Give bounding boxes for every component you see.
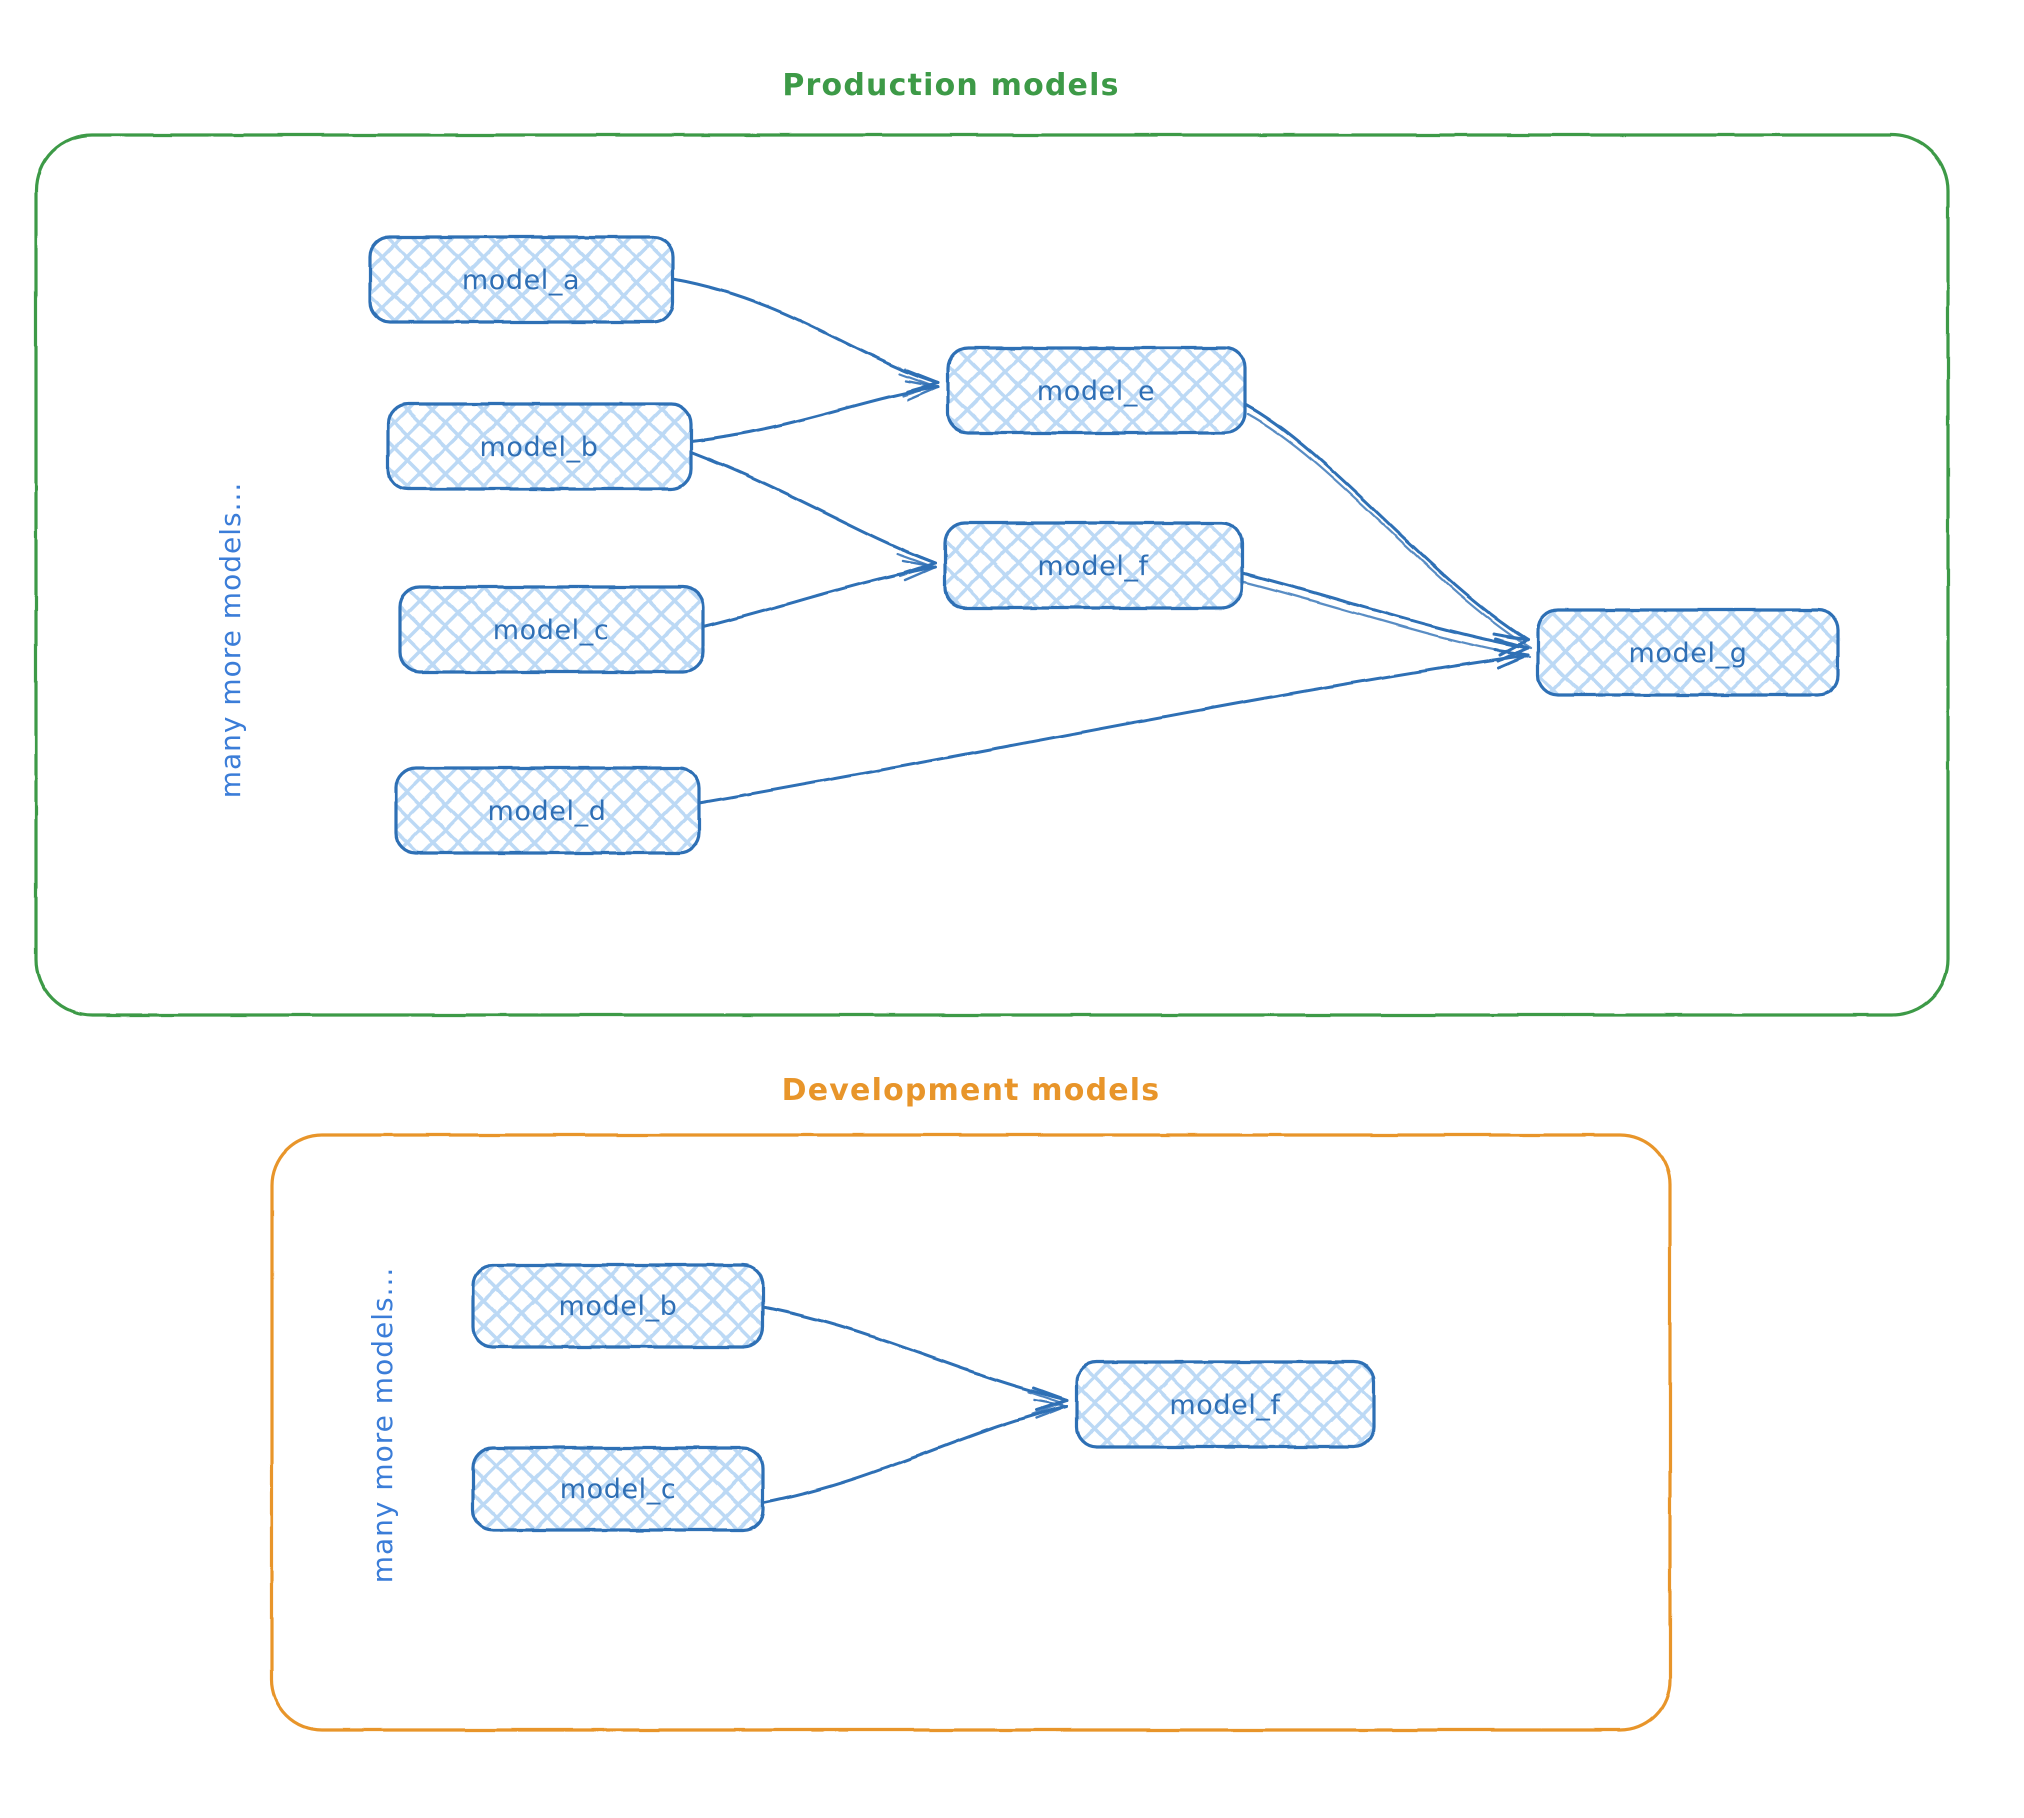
edge-model_b-model_e — [689, 385, 940, 443]
development-group-title: Development models — [782, 1073, 1161, 1108]
node-label-model_f: model_f — [1037, 551, 1149, 582]
node-dev-model_b[interactable]: model_b — [471, 1263, 765, 1349]
production-side-label: many more models... — [214, 482, 247, 799]
edge-dev_model_c-dev_model_f — [761, 1404, 1069, 1505]
production-group-border — [34, 133, 1950, 1017]
node-label-model_a: model_a — [462, 265, 580, 296]
development-group-border — [270, 1133, 1672, 1732]
edge-model_e-model_g — [1243, 402, 1530, 642]
node-label-model_c: model_c — [493, 615, 610, 646]
production-group-title: Production models — [782, 68, 1119, 103]
node-model_c[interactable]: model_c — [398, 585, 705, 674]
node-label-model_e: model_e — [1037, 376, 1155, 407]
node-model_b[interactable]: model_b — [386, 402, 693, 491]
node-dev-model_f[interactable]: model_f — [1075, 1360, 1376, 1449]
group-production: Production models many more models... — [34, 68, 1950, 1017]
edge-model_c-model_f — [701, 565, 937, 629]
node-label-model_g: model_g — [1629, 638, 1748, 669]
node-label-dev-model_c: model_c — [560, 1474, 677, 1505]
node-label-dev-model_b: model_b — [559, 1291, 678, 1322]
node-label-dev-model_f: model_f — [1169, 1390, 1281, 1421]
node-dev-model_c[interactable]: model_c — [471, 1446, 765, 1532]
node-model_f[interactable]: model_f — [943, 521, 1244, 610]
node-model_d[interactable]: model_d — [394, 766, 701, 855]
group-development: Development models many more models... m… — [270, 1073, 1672, 1732]
node-label-model_d: model_d — [488, 796, 607, 827]
edge-model_f-model_g — [1240, 571, 1530, 650]
development-side-label: many more models... — [366, 1267, 399, 1584]
node-model_g[interactable]: model_g — [1536, 608, 1840, 697]
node-label-model_b: model_b — [480, 432, 599, 463]
edge-model_a-model_e — [671, 277, 940, 385]
production-edges — [671, 277, 1533, 805]
development-nodes: model_b model_c model_f — [471, 1263, 1376, 1532]
edge-model_d-model_g — [697, 653, 1530, 805]
development-edges — [761, 1305, 1069, 1505]
node-model_e[interactable]: model_e — [946, 346, 1247, 435]
production-nodes: model_a model_b model_c model_d — [368, 235, 1840, 855]
edge-model_b-model_f — [689, 450, 937, 565]
edge-dev_model_b-dev_model_f — [761, 1305, 1069, 1402]
node-model_a[interactable]: model_a — [368, 235, 675, 324]
